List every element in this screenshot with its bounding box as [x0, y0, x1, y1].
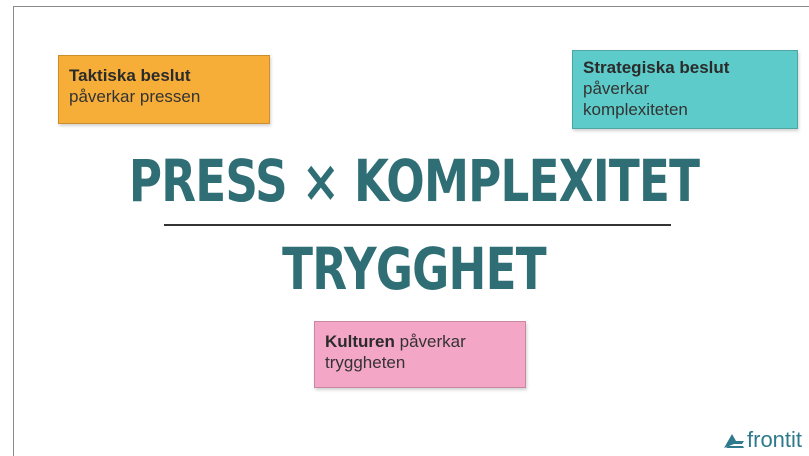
formula-denominator: TRYGGHET: [282, 235, 546, 303]
formula-numerator: PRESS × KOMPLEXITET: [128, 147, 700, 215]
fraction-line: [164, 224, 671, 226]
logo-text: frontit: [747, 427, 803, 452]
note-text-tactical: påverkar pressen: [69, 87, 201, 106]
sticky-note-strategic: Strategiska beslut påverkar komplexitete…: [572, 50, 798, 129]
sticky-note-culture: Kulturen påverkar tryggheten: [314, 321, 526, 388]
note-text-strategic-line2: komplexiteten: [583, 100, 688, 119]
note-title-culture: Kulturen: [325, 332, 395, 351]
frontit-logo-icon: [724, 434, 744, 448]
note-text-strategic-line1: påverkar: [583, 79, 650, 98]
slide: Taktiska beslut påverkar pressen Strateg…: [13, 6, 809, 456]
frontit-logo: frontit: [722, 427, 802, 453]
note-title-strategic: Strategiska beslut: [583, 58, 730, 77]
note-text-culture-inline: påverkar: [394, 332, 466, 351]
note-text-culture-line2: tryggheten: [325, 353, 406, 372]
sticky-note-tactical: Taktiska beslut påverkar pressen: [58, 55, 270, 124]
note-title-tactical: Taktiska beslut: [69, 66, 191, 85]
